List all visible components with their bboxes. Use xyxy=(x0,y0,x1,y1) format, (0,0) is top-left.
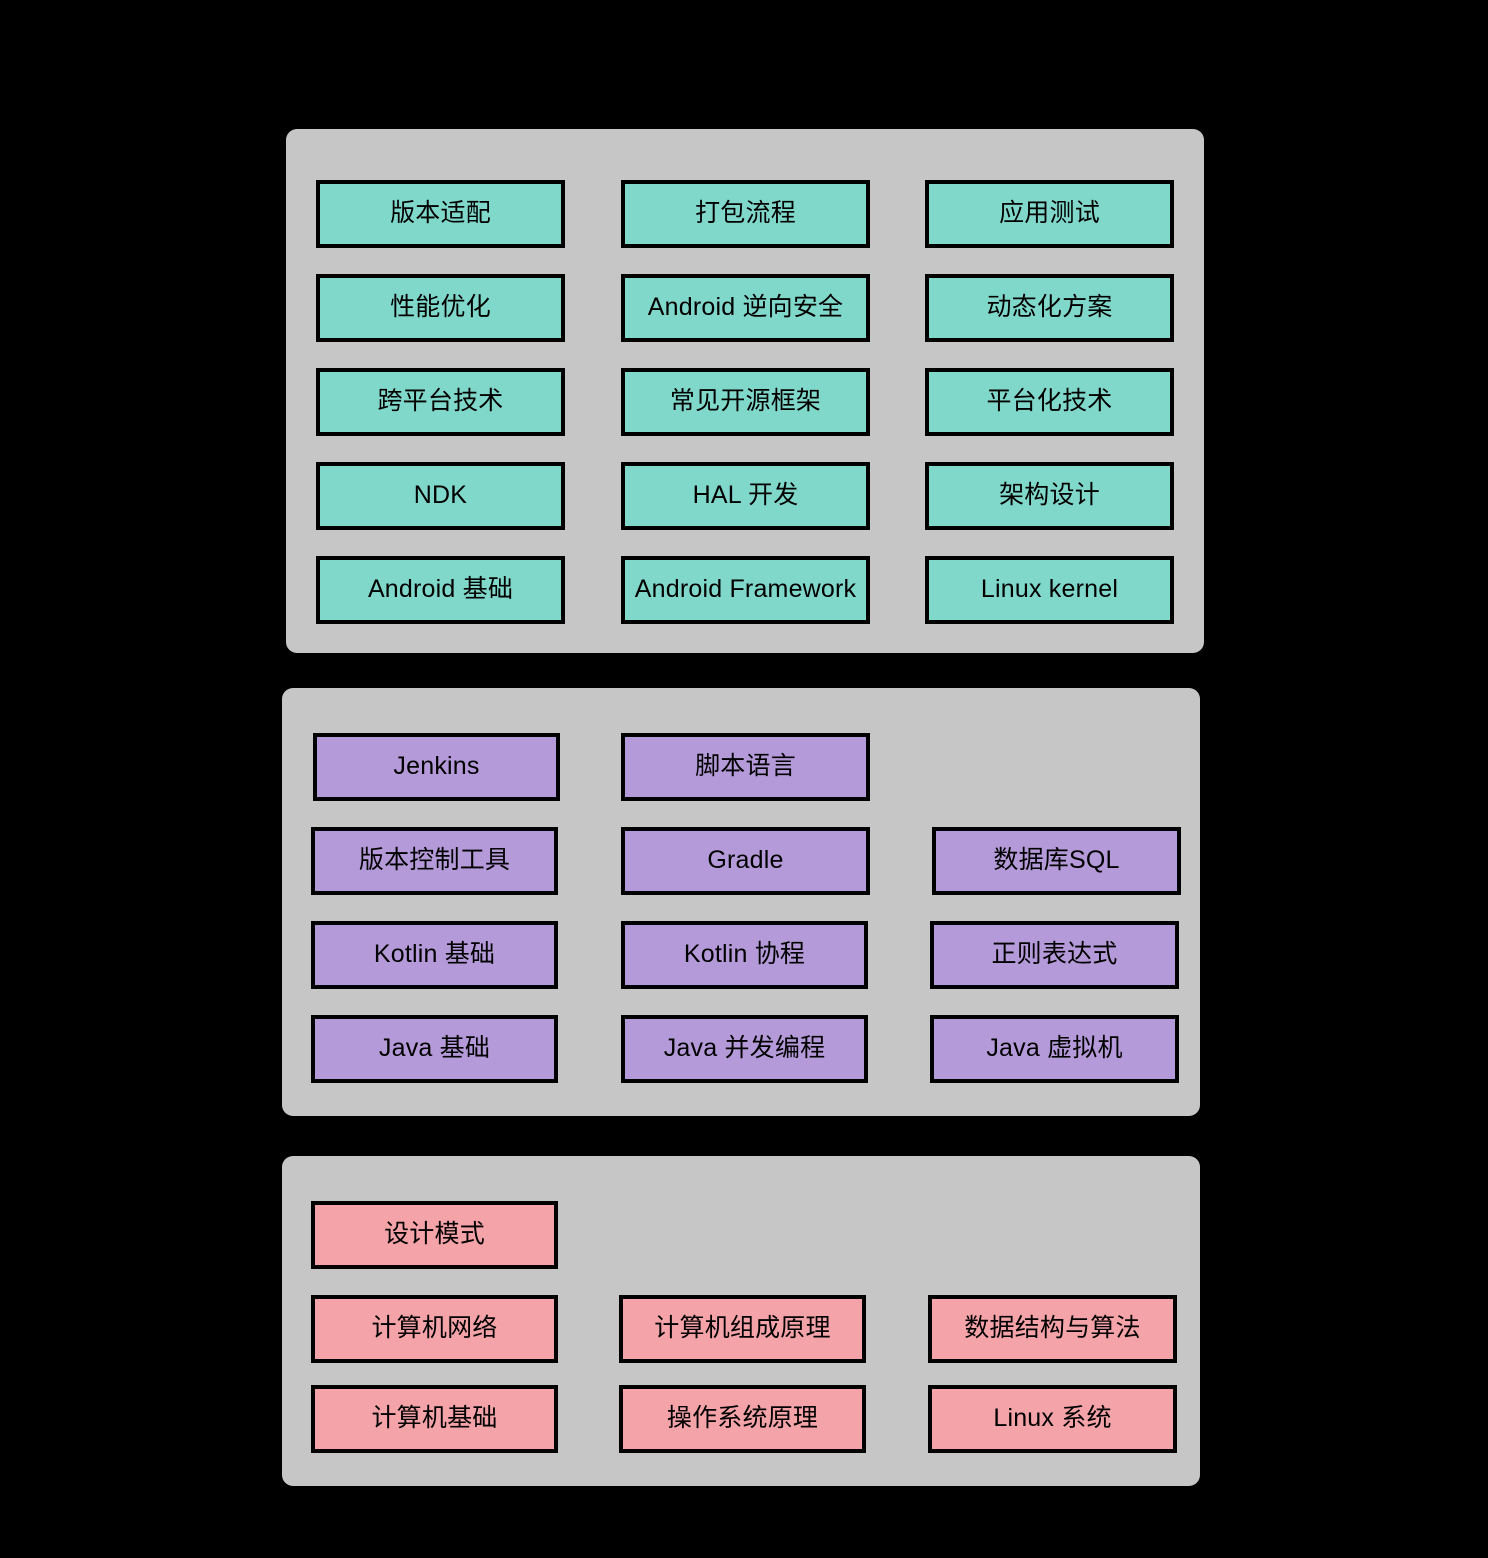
node-box[interactable]: Android 逆向安全 xyxy=(621,274,870,342)
node-box[interactable]: 正则表达式 xyxy=(930,921,1179,989)
node-box[interactable]: 操作系统原理 xyxy=(619,1385,866,1453)
node-box[interactable]: Android 基础 xyxy=(316,556,565,624)
node-box[interactable]: NDK xyxy=(316,462,565,530)
node-box[interactable]: Kotlin 协程 xyxy=(621,921,868,989)
node-box[interactable]: 计算机组成原理 xyxy=(619,1295,866,1363)
node-box[interactable]: Java 虚拟机 xyxy=(930,1015,1179,1083)
node-box[interactable]: 设计模式 xyxy=(311,1201,558,1269)
node-box[interactable]: 数据结构与算法 xyxy=(928,1295,1177,1363)
node-box[interactable]: Android Framework xyxy=(621,556,870,624)
node-box[interactable]: 性能优化 xyxy=(316,274,565,342)
node-box[interactable]: 常见开源框架 xyxy=(621,368,870,436)
node-box[interactable]: 应用测试 xyxy=(925,180,1174,248)
node-box[interactable]: 动态化方案 xyxy=(925,274,1174,342)
node-box[interactable]: 打包流程 xyxy=(621,180,870,248)
node-box[interactable]: 计算机网络 xyxy=(311,1295,558,1363)
node-box[interactable]: Linux kernel xyxy=(925,556,1174,624)
node-box[interactable]: Java 基础 xyxy=(311,1015,558,1083)
node-box[interactable]: Jenkins xyxy=(313,733,560,801)
node-box[interactable]: Kotlin 基础 xyxy=(311,921,558,989)
node-box[interactable]: Gradle xyxy=(621,827,870,895)
node-box[interactable]: 版本控制工具 xyxy=(311,827,558,895)
node-box[interactable]: HAL 开发 xyxy=(621,462,870,530)
node-box[interactable]: 跨平台技术 xyxy=(316,368,565,436)
node-box[interactable]: 计算机基础 xyxy=(311,1385,558,1453)
node-box[interactable]: Linux 系统 xyxy=(928,1385,1177,1453)
node-box[interactable]: 架构设计 xyxy=(925,462,1174,530)
node-box[interactable]: 数据库SQL xyxy=(932,827,1181,895)
node-box[interactable]: Java 并发编程 xyxy=(621,1015,868,1083)
node-box[interactable]: 平台化技术 xyxy=(925,368,1174,436)
node-box[interactable]: 脚本语言 xyxy=(621,733,870,801)
node-box[interactable]: 版本适配 xyxy=(316,180,565,248)
